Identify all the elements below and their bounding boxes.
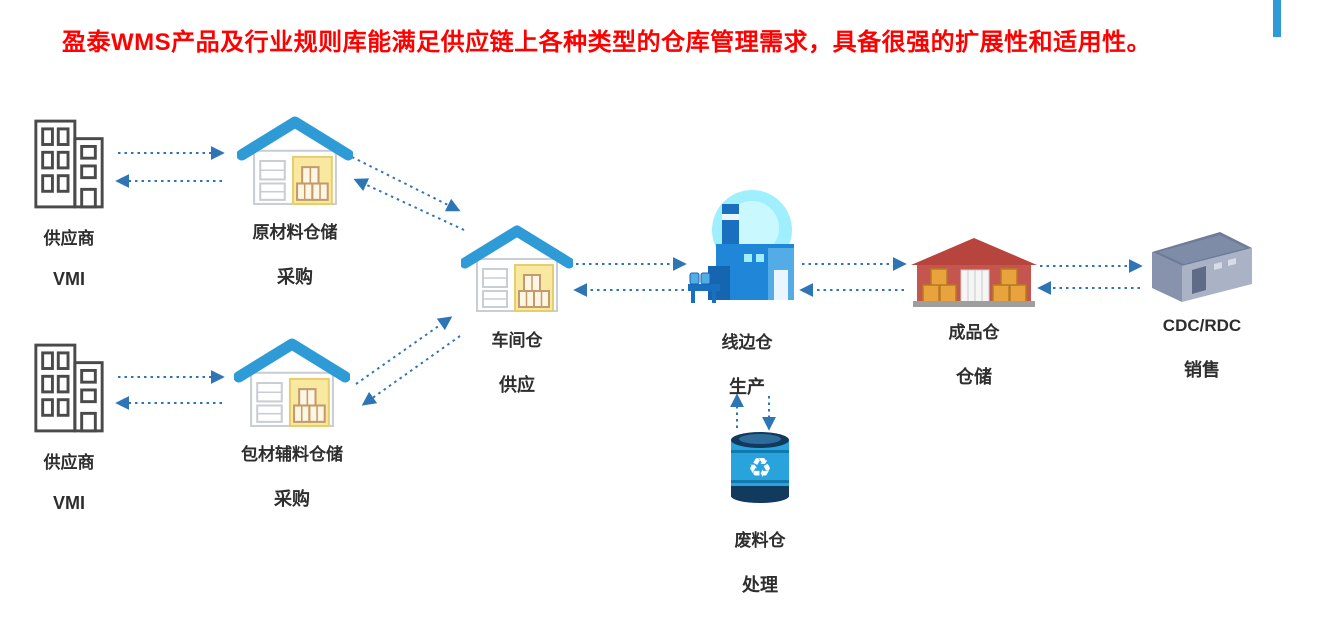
office-building-icon xyxy=(30,340,108,436)
node-sublabel: 仓储 xyxy=(956,367,992,387)
node-label: CDC/RDC xyxy=(1162,316,1242,335)
node-label: 供应商 xyxy=(43,229,95,248)
page-title: 盈泰WMS产品及行业规则库能满足供应链上各种类型的仓库管理需求，具备很强的扩展性… xyxy=(62,29,1152,56)
office-building-icon xyxy=(30,116,108,212)
node-packaging: 包材辅料仓储 采购 xyxy=(226,338,358,511)
recycle-barrel-icon: ♻ xyxy=(727,428,793,506)
node-sublabel: 采购 xyxy=(277,267,313,287)
node-label: 包材辅料仓储 xyxy=(241,445,343,464)
node-sublabel: 处理 xyxy=(742,575,778,595)
arrow-packaging-to-workshop xyxy=(355,316,453,385)
node-raw-material: 原材料仓储 采购 xyxy=(230,116,360,289)
node-label: 成品仓 xyxy=(948,323,1000,342)
arrow-workshop-to-packaging xyxy=(361,335,461,406)
node-sublabel: 生产 xyxy=(729,377,765,397)
arrow-workshop-to-raw xyxy=(353,178,465,231)
red-warehouse-icon xyxy=(911,236,1037,310)
gray-warehouse-icon xyxy=(1148,222,1256,304)
node-workshop: 车间仓 供应 xyxy=(459,224,575,397)
svg-text:♻: ♻ xyxy=(748,453,772,484)
warehouse-house-icon xyxy=(233,338,351,428)
node-sublabel: 供应 xyxy=(499,375,535,395)
node-sublabel: VMI xyxy=(52,493,85,513)
node-sublabel: 销售 xyxy=(1184,360,1220,380)
accent-bar xyxy=(1273,0,1281,37)
node-cdc: CDC/RDC 销售 xyxy=(1146,222,1258,382)
node-label: 供应商 xyxy=(43,453,95,472)
node-label: 原材料仓储 xyxy=(252,223,338,242)
factory-icon xyxy=(688,184,806,316)
node-label: 线边仓 xyxy=(721,333,773,352)
node-waste: ♻ 废料仓 处理 xyxy=(720,428,800,597)
node-supplier-top: 供应商 VMI xyxy=(14,116,124,290)
node-sublabel: 采购 xyxy=(274,489,310,509)
arrow-raw-to-workshop xyxy=(351,156,461,212)
node-sublabel: VMI xyxy=(52,269,85,289)
node-supplier-bottom: 供应商 VMI xyxy=(14,340,124,514)
node-lineside: 线边仓 生产 xyxy=(686,184,808,399)
warehouse-house-icon xyxy=(236,116,354,206)
node-finished: 成品仓 仓储 xyxy=(910,236,1038,389)
node-label: 废料仓 xyxy=(734,531,786,550)
warehouse-house-icon xyxy=(459,224,575,314)
node-label: 车间仓 xyxy=(491,331,543,350)
